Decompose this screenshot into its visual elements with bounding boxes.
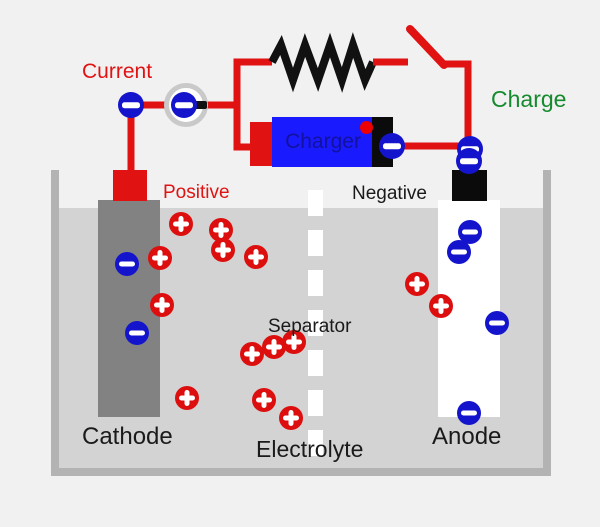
positive-ion-icon (282, 330, 306, 354)
charger-body (272, 117, 374, 167)
positive-ion-icon (429, 294, 453, 318)
electron-icon (171, 92, 197, 118)
electrolyte-label: Electrolyte (256, 436, 364, 462)
negative-ion-icon (447, 240, 471, 264)
negative-ion-icon (125, 321, 149, 345)
electron-icon (118, 92, 144, 118)
charger-label: Charger (285, 130, 361, 153)
positive-ion-icon (150, 293, 174, 317)
positive-ion-icon (279, 406, 303, 430)
wire-junction-to-charger-and-resistor (233, 58, 272, 151)
anode-label: Anode (432, 423, 502, 450)
positive-ion-icon (148, 246, 172, 270)
meter-needle-icon (190, 101, 207, 109)
container-right-wall (543, 170, 551, 476)
container-bottom-wall (51, 468, 551, 476)
charger-left-terminal (250, 122, 274, 166)
positive-ion-icon (169, 212, 193, 236)
wire-switch-to-negative (442, 60, 472, 143)
positive-ion-icon (211, 238, 235, 262)
negative-label: Negative (352, 183, 427, 204)
switch-open-blade-icon (406, 25, 448, 69)
negative-terminal (452, 170, 487, 201)
negative-ion-icon (485, 311, 509, 335)
positive-ion-icon (175, 386, 199, 410)
positive-ion-icon (244, 245, 268, 269)
separator-dashed-line (308, 190, 323, 470)
electron-icon (456, 148, 482, 174)
charger-indicator-dot (360, 121, 373, 134)
positive-ion-icon (252, 388, 276, 412)
cathode-label: Cathode (82, 423, 173, 450)
positive-ion-icon (240, 342, 264, 366)
container-left-wall (51, 170, 59, 476)
charge-label: Charge (491, 86, 567, 112)
resistor-icon (268, 32, 377, 93)
current-label: Current (82, 60, 153, 83)
positive-terminal (113, 170, 147, 201)
negative-ion-icon (457, 401, 481, 425)
negative-ion-icon (115, 252, 139, 276)
positive-ion-icon (405, 272, 429, 296)
electron-icon (379, 133, 405, 159)
separator-label: Separator (268, 316, 352, 337)
positive-label: Positive (163, 182, 230, 203)
